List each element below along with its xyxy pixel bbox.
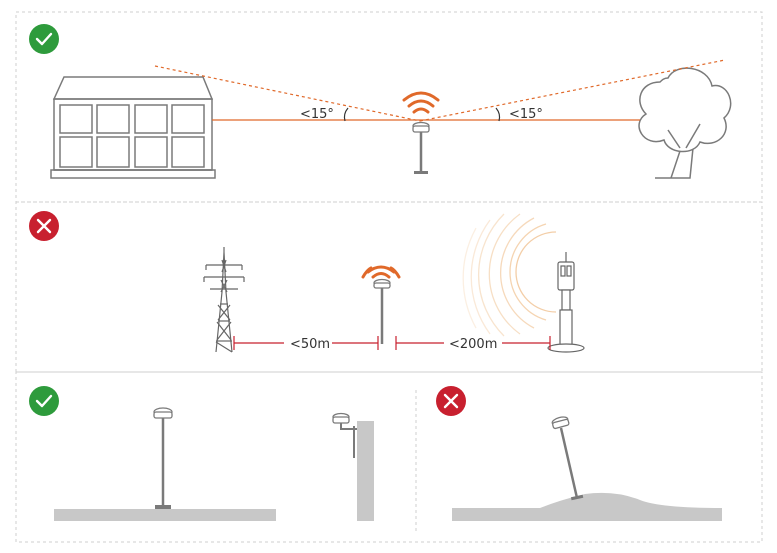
elevation-mask-line-right [419,59,726,122]
building-illustration [50,76,216,179]
cross-icon [436,386,466,416]
gnss-receiver [153,407,173,509]
panel-elevation: <15° <15° [50,59,732,179]
gnss-receiver-wall-mounted [332,412,357,458]
panel-mounting-border [15,371,763,543]
ground-uneven [452,492,722,521]
gnss-receiver-tilted [551,416,584,501]
panel-interference-border [15,201,763,373]
gnss-receiver [373,278,391,344]
wall [357,421,374,521]
panel-borders [15,11,763,543]
left-angle-label: <15° [300,107,334,122]
signal-waves-icon [402,91,440,114]
angle-arc-left [343,107,349,122]
transmitter-tower-illustration [547,252,585,353]
ground-flat [54,509,276,521]
cross-icon [29,211,59,241]
angle-arc-right [495,107,501,122]
gnss-receiver [412,121,430,174]
check-icon [29,386,59,416]
panel-mounting-correct [54,407,374,521]
panel-mounting-wrong [452,416,722,521]
transmitter-distance-label: <200m [449,337,497,352]
signal-waves-icon [361,265,401,279]
right-angle-label: <15° [509,107,543,122]
check-icon [29,24,59,54]
tree-illustration [638,67,732,179]
radio-emission-waves [462,213,557,337]
power-tower-illustration [203,247,245,353]
panel-interference: <50m <200m [203,213,585,353]
distance-lines [233,336,551,350]
power-line-distance-label: <50m [290,337,330,352]
